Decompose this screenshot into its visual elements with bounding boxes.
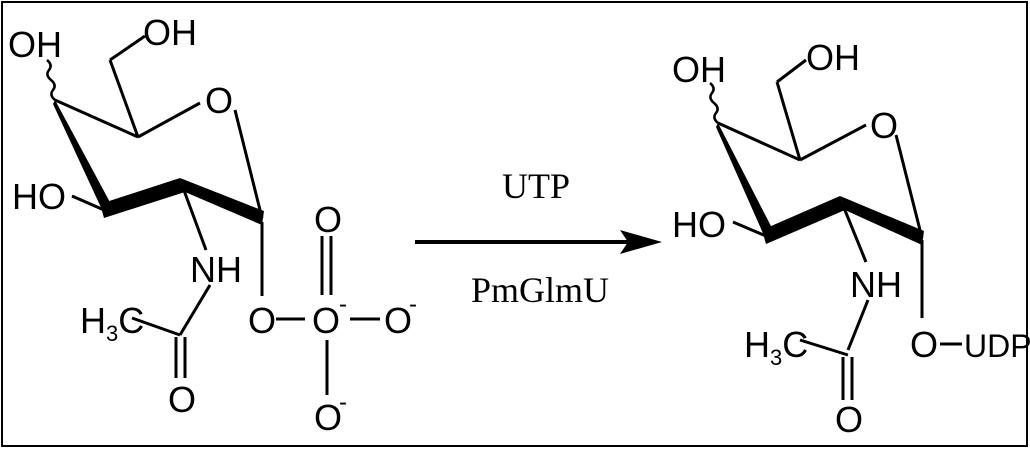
- product-ring-bond-c5-o: [799, 123, 867, 162]
- bond-c2-nh: [180, 184, 208, 251]
- product-molecule: OH OH O HO NH H3C O O UDP: [672, 37, 1030, 440]
- product-h3c: H3C: [744, 324, 808, 370]
- reactant-molecule: OH OH O HO NH H3C O O O O - O - O -: [8, 12, 417, 438]
- reactant-p-o-center: O: [312, 300, 340, 341]
- reactant-h3c: H3C: [80, 300, 144, 346]
- bold-bond-c2-c1: [180, 178, 264, 225]
- arrow-enzyme-label: PmGlmU: [471, 270, 609, 310]
- wavy-bond-c4-oh: [46, 59, 56, 101]
- product-nh: NH: [850, 264, 902, 305]
- reactant-p-o-right: O: [384, 300, 412, 341]
- product-udp-label: UDP: [964, 328, 1030, 364]
- product-bond-c3-ho: [732, 220, 767, 238]
- reactant-oh-c6: OH: [143, 12, 197, 53]
- reaction-arrow: UTP PmGlmU: [415, 166, 662, 310]
- reactant-p-o-right-charge: -: [409, 291, 417, 318]
- product-wedge-c4-c3: [716, 123, 774, 240]
- product-bold-bond-c2-c1: [840, 196, 924, 245]
- reactant-ho-c3: HO: [12, 176, 66, 217]
- product-ho-c3: HO: [672, 204, 726, 245]
- product-bond-c2-nh: [840, 202, 868, 263]
- reactant-ester-o: O: [248, 300, 276, 341]
- bond-c6-oh: [109, 34, 146, 62]
- product-glyco-o: O: [910, 324, 938, 365]
- reactant-oh-top: OH: [8, 24, 62, 65]
- product-ring-bond-c4-c5: [717, 121, 801, 162]
- product-bond-c6-oh: [776, 58, 807, 84]
- product-ring-o: O: [870, 105, 898, 146]
- reactant-p-o-center-charge: -: [339, 291, 347, 318]
- ring-bond-c5-o: [137, 101, 201, 139]
- wedge-c4-c3: [53, 100, 112, 214]
- reactant-p-o-bottom-charge: -: [339, 389, 347, 416]
- product-oh-top: OH: [672, 49, 726, 90]
- reactant-carbonyl-o: O: [168, 379, 196, 420]
- product-bond-nh-carbonyl: [846, 299, 870, 351]
- bond-c3-ho: [71, 194, 105, 212]
- product-bond-ch3-carbonyl: [799, 338, 849, 357]
- arrow-head: [620, 230, 662, 254]
- product-oh-c6: OH: [806, 37, 860, 78]
- ring-bond-o-c1: [233, 109, 264, 219]
- product-carbonyl-o: O: [835, 399, 863, 440]
- reactant-nh: NH: [190, 249, 242, 290]
- reactant-ring-o: O: [205, 80, 233, 121]
- ring-bond-c4-c5: [54, 98, 139, 139]
- bond-nh-carbonyl: [178, 284, 212, 336]
- product-wavy-bond-c4-oh: [709, 82, 719, 124]
- bond-c5-c6: [108, 59, 140, 138]
- product-bond-c5-c6: [775, 81, 802, 161]
- bond-ch3-carbonyl: [131, 316, 181, 337]
- arrow-reagent-label: UTP: [502, 166, 570, 206]
- reactant-p-o-bottom: O: [314, 397, 342, 438]
- reactant-p-o-top: O: [314, 199, 342, 240]
- product-ring-bond-o-c1: [894, 134, 924, 239]
- product-bold-bond-c3-c2: [762, 196, 845, 244]
- bold-bond-c3-c2: [100, 178, 185, 218]
